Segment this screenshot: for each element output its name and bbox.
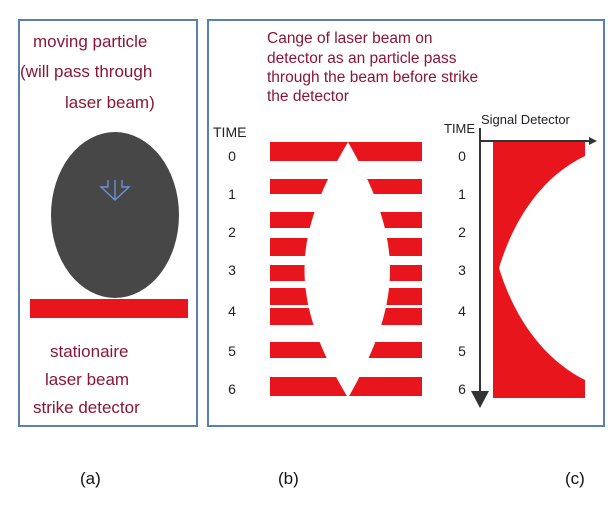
time-tick-0-b: 0 bbox=[228, 148, 236, 164]
subfigure-label-a: (a) bbox=[80, 469, 101, 488]
laser-caption-line-3: strike detector bbox=[33, 398, 140, 417]
time-tick-4-b: 4 bbox=[228, 303, 236, 319]
beam-change-caption-line-2: detector as an particle pass bbox=[267, 50, 457, 67]
subfigure-label-b: (b) bbox=[278, 469, 299, 488]
signal-detector-label: Signal Detector bbox=[481, 112, 571, 127]
time-tick-5-c: 5 bbox=[458, 343, 466, 359]
beam-bar-time-0 bbox=[270, 142, 422, 161]
time-tick-6-c: 6 bbox=[458, 381, 466, 397]
beam-bars-group bbox=[270, 142, 422, 396]
time-tick-3-c: 3 bbox=[458, 262, 466, 278]
beam-bar-time-2 bbox=[270, 212, 422, 228]
particle-caption-line-2: (will pass through bbox=[20, 62, 153, 81]
beam-change-caption-line-3: through the beam before strike bbox=[267, 69, 479, 86]
signal-axis-arrowhead-icon bbox=[589, 137, 597, 145]
signal-intensity-area bbox=[493, 142, 585, 398]
time-tick-1-c: 1 bbox=[458, 186, 466, 202]
subfigure-label-c: (c) bbox=[565, 469, 585, 488]
time-tick-1-b: 1 bbox=[228, 186, 236, 202]
beam-bar-time-6 bbox=[270, 377, 422, 396]
time-tick-3-b: 3 bbox=[228, 262, 236, 278]
time-tick-0-c: 0 bbox=[458, 148, 466, 164]
time-tick-2-b: 2 bbox=[228, 224, 236, 240]
beam-bar-time-3b bbox=[270, 288, 422, 305]
laser-caption-line-1: stationaire bbox=[50, 342, 129, 361]
beam-change-caption-line-1: Cange of laser beam on bbox=[267, 30, 433, 47]
down-arrow-icon bbox=[99, 180, 131, 201]
beam-change-caption-line-4: the detector bbox=[267, 88, 349, 105]
time-axis-label-b: TIME bbox=[213, 124, 246, 140]
beam-bar-time-4 bbox=[270, 308, 422, 325]
beam-bar-time-1 bbox=[270, 179, 422, 194]
time-tick-2-c: 2 bbox=[458, 224, 466, 240]
stationary-laser-beam bbox=[30, 299, 188, 318]
beam-bar-time-5 bbox=[270, 342, 422, 358]
particle-caption-line-1: moving particle bbox=[33, 32, 148, 51]
time-tick-5-b: 5 bbox=[228, 343, 236, 359]
particle-caption-line-3: laser beam) bbox=[65, 93, 155, 112]
beam-bar-time-3 bbox=[270, 265, 422, 281]
time-tick-6-b: 6 bbox=[228, 381, 236, 397]
laser-caption-line-2: laser beam bbox=[45, 370, 130, 389]
time-tick-4-c: 4 bbox=[458, 303, 466, 319]
time-axis-arrowhead-icon bbox=[471, 391, 489, 408]
beam-bar-time-2b bbox=[270, 238, 422, 256]
time-axis-label-c: TIME bbox=[444, 121, 475, 136]
moving-particle bbox=[51, 132, 179, 298]
